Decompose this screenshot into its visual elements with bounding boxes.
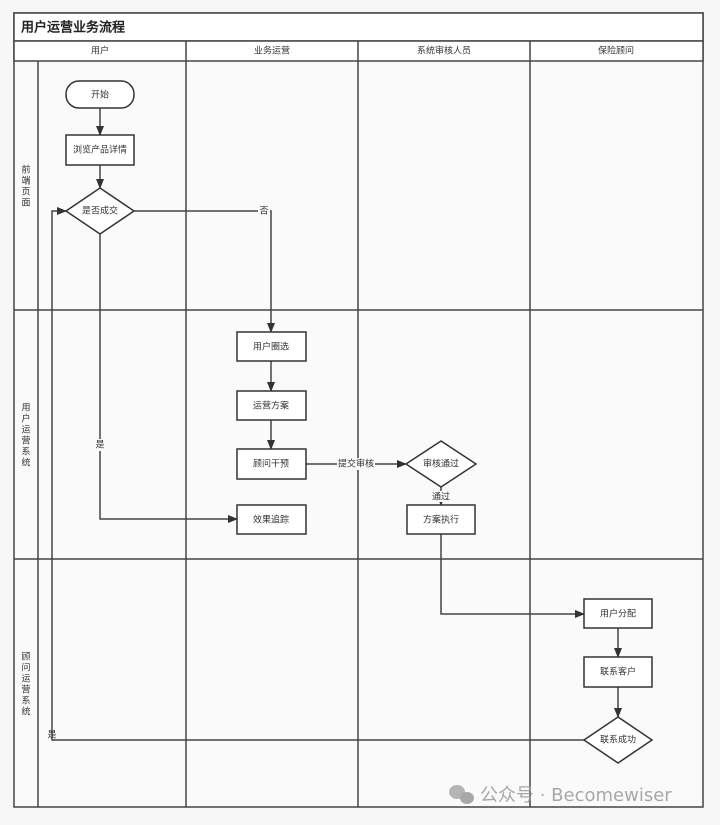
row-label-char: 前 <box>21 164 30 176</box>
edge-success-yes-deal <box>51 207 584 741</box>
row-label-char: 端 <box>21 175 30 187</box>
edge-label-yes-return: 是 <box>47 730 56 741</box>
decision-deal: 是否成交 <box>64 187 136 235</box>
row-label-char: 系 <box>21 696 30 707</box>
watermark: 公众号 · Becomewiser <box>449 785 672 806</box>
node-ops-plan: 运营方案 <box>236 390 307 421</box>
row-label-char: 运 <box>21 674 30 685</box>
node-label: 效果追踪 <box>253 514 289 526</box>
node-label: 用户圈选 <box>253 341 289 353</box>
node-user-select: 用户圈选 <box>236 331 307 362</box>
column-header-reviewer: 系统审核人员 <box>417 45 471 57</box>
row-label-char: 统 <box>21 457 30 469</box>
node-user-assign: 用户分配 <box>583 598 653 629</box>
row-label-char: 统 <box>21 706 30 718</box>
node-contact-customer: 联系客户 <box>583 656 653 688</box>
edge-label-yes: 是 <box>95 440 104 451</box>
node-advisor-intervene: 顾问干预 <box>236 448 307 480</box>
edge-execute-assign <box>440 534 585 618</box>
decision-review-pass: 审核通过 <box>404 440 478 488</box>
node-execute-plan: 方案执行 <box>406 504 476 535</box>
node-label: 用户分配 <box>600 608 636 620</box>
row-label-char: 面 <box>21 198 30 209</box>
row-label-char: 系 <box>21 447 30 458</box>
node-label: 浏览产品详情 <box>73 144 127 156</box>
row-label-user-ops-system: 用 户 运 营 系 统 <box>21 403 30 469</box>
node-label: 联系客户 <box>600 666 636 678</box>
edge-deal-no-select <box>134 210 275 333</box>
edge-label-submit-review: 提交审核 <box>338 458 374 470</box>
row-label-frontend: 前 端 页 面 <box>21 164 30 209</box>
node-label: 方案执行 <box>423 514 459 526</box>
watermark-text: 公众号 · Becomewiser <box>480 785 672 806</box>
row-label-char: 用 <box>21 403 30 414</box>
column-header-user: 用户 <box>91 45 109 57</box>
row-label-char: 页 <box>21 187 30 198</box>
row-label-char: 营 <box>21 684 30 696</box>
row-label-char: 运 <box>21 425 30 436</box>
node-label: 开始 <box>91 89 109 101</box>
node-browse-product: 浏览产品详情 <box>65 134 135 166</box>
row-label-advisor-ops-system: 顾 问 运 营 系 统 <box>21 652 30 718</box>
node-label: 顾问干预 <box>253 458 289 470</box>
node-track-effect: 效果追踪 <box>236 504 307 535</box>
edge-deal-yes-track <box>99 234 238 523</box>
node-label: 联系成功 <box>600 734 636 746</box>
wechat-icon <box>449 785 474 804</box>
row-label-char: 营 <box>21 435 30 447</box>
node-start: 开始 <box>65 80 135 109</box>
row-label-char: 顾 <box>21 652 30 663</box>
node-label: 是否成交 <box>82 205 118 217</box>
decision-contact-success: 联系成功 <box>582 716 654 764</box>
title-bar <box>13 12 704 42</box>
node-label: 运营方案 <box>253 400 289 412</box>
diagram-title: 用户运营业务流程 <box>20 20 125 36</box>
row-label-char: 问 <box>21 662 30 674</box>
column-header-advisor: 保险顾问 <box>598 45 634 57</box>
edge-label-no: 否 <box>259 206 268 217</box>
row-label-char: 户 <box>21 413 30 425</box>
column-header-operations: 业务运营 <box>254 45 290 57</box>
edge-label-pass: 通过 <box>432 491 450 503</box>
node-label: 审核通过 <box>423 458 459 470</box>
